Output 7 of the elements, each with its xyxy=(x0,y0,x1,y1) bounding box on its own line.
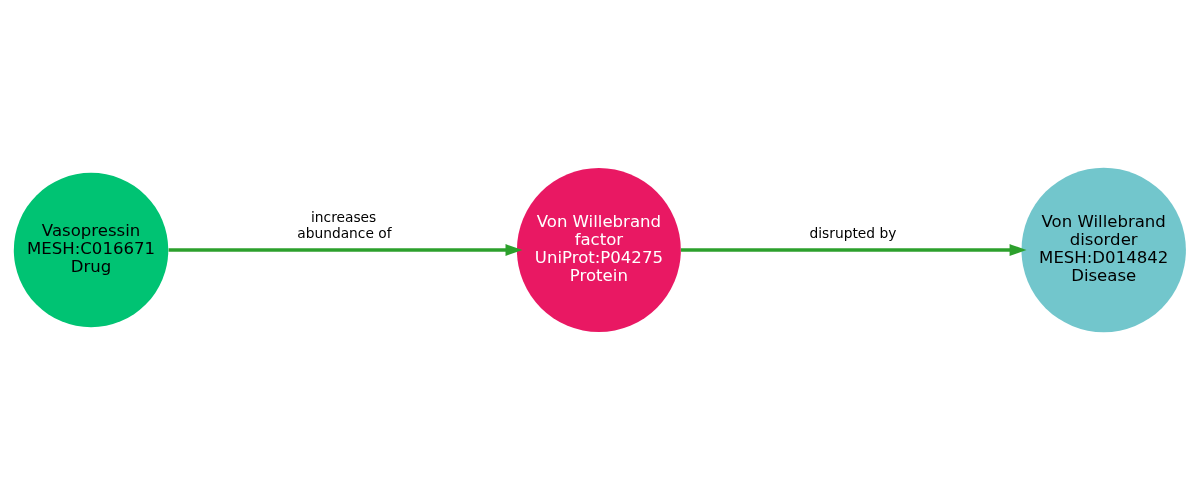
node-circle: Vasopressin MESH:C016671 Drug xyxy=(13,172,169,328)
node-circle: Von Willebrand disorder MESH:D014842 Disease xyxy=(1021,167,1186,333)
edge-label: increases abundance of xyxy=(297,209,392,241)
edge-label: disrupted by xyxy=(809,225,897,242)
node-circle: Von Willebrand factor UniProt:P04275 Protein xyxy=(516,168,681,332)
arrow xyxy=(168,244,523,256)
arrow xyxy=(680,244,1027,256)
